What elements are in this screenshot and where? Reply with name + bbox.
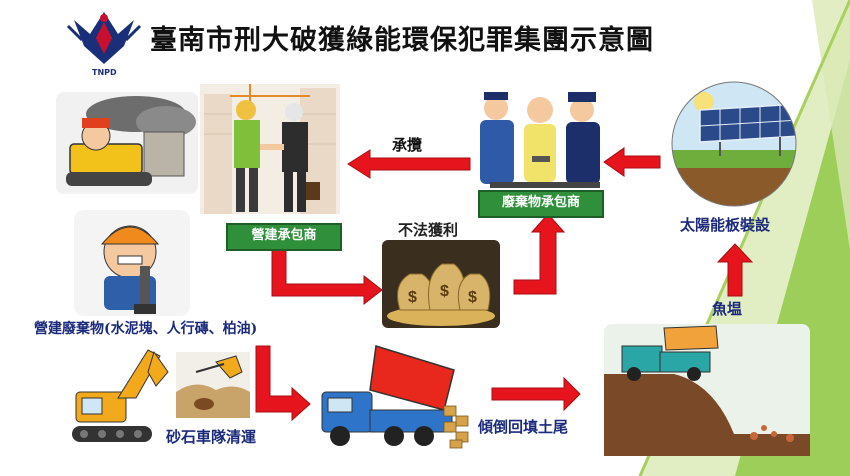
contractor-handshake-illustration [200, 84, 340, 214]
arrow-pond-to-solar [716, 243, 754, 297]
arrow-subcontract [347, 149, 471, 179]
arrow-waste-to-truck [255, 345, 311, 422]
logo-text: TNPD [92, 68, 117, 77]
solar-panel-illustration [671, 81, 797, 207]
construction-waste-label: 營建廢棄物(水泥塊、人行磚、柏油) [34, 321, 258, 337]
arrow-solar-to-waste [603, 147, 661, 177]
svg-text:$: $ [440, 283, 449, 300]
solar-install-label: 太陽能板裝設 [680, 216, 771, 234]
subcontract-label: 承攬 [392, 136, 423, 154]
money-bags-illustration: $ $ $ [382, 240, 500, 328]
svg-text:$: $ [468, 289, 477, 306]
police-logo: TNPD [64, 6, 144, 78]
arrow-contractor-to-money [271, 245, 383, 306]
svg-text:$: $ [408, 289, 417, 306]
truck-dumping-pit-illustration [604, 324, 810, 456]
page-title: 臺南市刑大破獲綠能環保犯罪集團示意圖 [150, 25, 654, 56]
bulldozer-demolition-illustration [56, 92, 198, 194]
waste-contractor-box: 廢棄物承包商 [478, 190, 604, 218]
police-arrest-illustration [480, 92, 600, 188]
fish-pond-label: 魚塭 [712, 300, 743, 318]
police-bird-emblem-icon [66, 12, 142, 64]
digging-scene-illustration [176, 352, 250, 418]
gravel-transport-label: 砂石車隊清運 [166, 428, 257, 446]
dump-truck-illustration [321, 345, 469, 449]
arrow-truck-to-dump [491, 376, 581, 412]
illegal-profit-label: 不法獲利 [398, 221, 459, 239]
dump-backfill-label: 傾倒回填土尾 [478, 418, 569, 436]
jackhammer-worker-illustration [74, 210, 190, 316]
construction-contractor-box: 營建承包商 [226, 223, 342, 251]
arrow-money-to-waste [513, 213, 566, 295]
excavator-illustration [72, 349, 169, 442]
